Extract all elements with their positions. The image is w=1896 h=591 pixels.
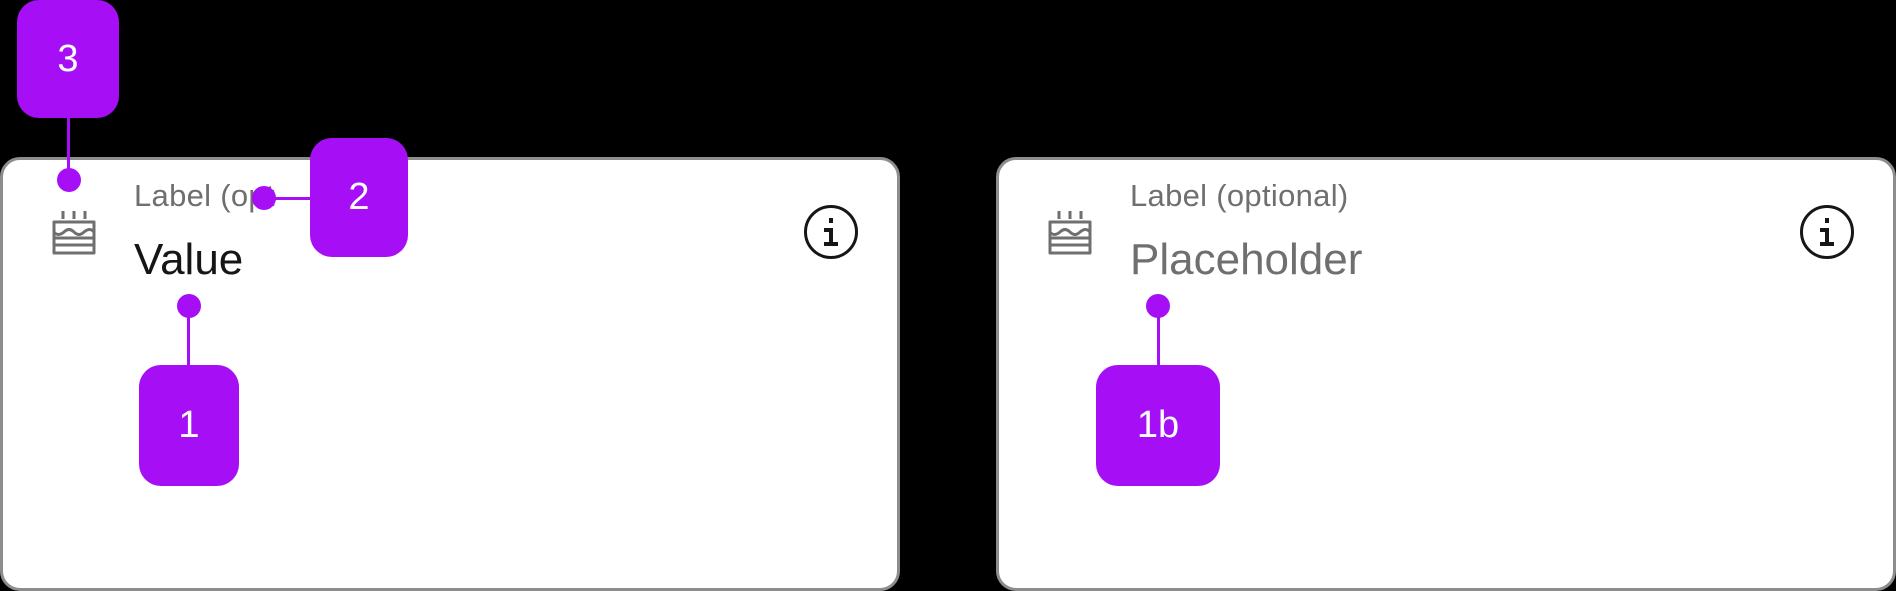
field-label: Label (opt xyxy=(134,178,275,213)
cake-icon xyxy=(1045,207,1095,257)
callout-1: 1 xyxy=(139,365,239,486)
info-icon[interactable] xyxy=(1799,204,1855,260)
text-field-placeholder[interactable]: Label (optional) Placeholder xyxy=(996,157,1896,591)
field-value: Value xyxy=(134,235,244,284)
callout-1b-connector xyxy=(1157,306,1160,368)
text-field-filled[interactable]: Label (opt Value xyxy=(0,157,900,591)
callout-1-connector xyxy=(187,306,190,368)
callout-1b: 1b xyxy=(1096,365,1220,486)
callout-2-connector xyxy=(264,197,314,200)
field-placeholder: Placeholder xyxy=(1130,235,1363,284)
callout-2: 2 xyxy=(310,138,408,257)
field-label: Label (optional) xyxy=(1130,178,1349,213)
info-icon[interactable] xyxy=(803,204,859,260)
callout-3: 3 xyxy=(17,0,119,118)
cake-icon xyxy=(49,207,99,257)
callout-2-anchor xyxy=(252,186,276,210)
callout-3-anchor xyxy=(57,168,81,192)
callout-3-connector xyxy=(67,115,70,178)
